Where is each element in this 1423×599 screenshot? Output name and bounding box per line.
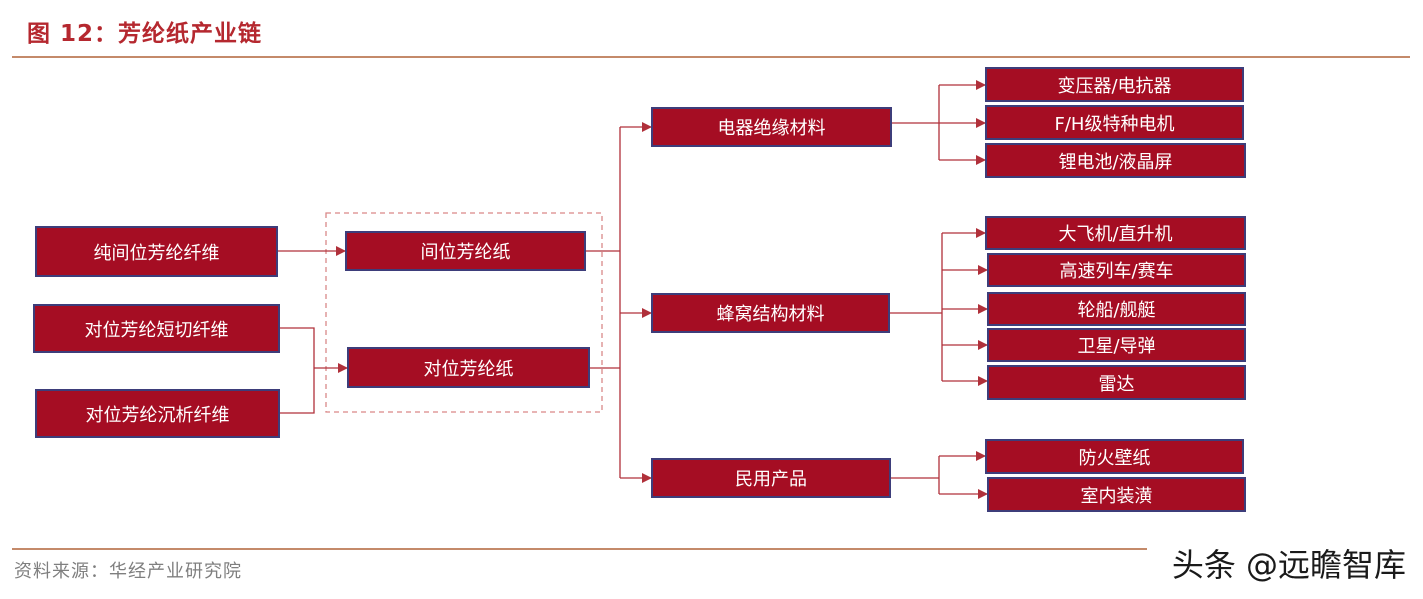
node-honeycomb-material: 蜂窝结构材料 (651, 293, 890, 333)
node-meta-paper: 间位芳纶纸 (345, 231, 586, 271)
node-ship: 轮船/舰艇 (987, 292, 1246, 326)
electrical-branch (892, 85, 940, 160)
node-para-paper: 对位芳纶纸 (347, 347, 590, 388)
node-satellite-missile: 卫星/导弹 (987, 328, 1246, 362)
watermark: 头条 @远瞻智库 (1171, 546, 1406, 584)
node-interior-decoration: 室内装潢 (987, 477, 1246, 512)
node-transformer: 变压器/电抗器 (985, 67, 1244, 102)
paper-group-frame (325, 212, 603, 413)
bottom-rule (12, 548, 1147, 550)
node-aircraft: 大飞机/直升机 (985, 216, 1246, 250)
source-note: 资料来源：华经产业研究院 (14, 561, 242, 582)
top-rule (12, 56, 1410, 58)
honeycomb-branch (890, 233, 943, 381)
node-para-staple-fiber: 对位芳纶短切纤维 (33, 304, 280, 353)
node-civil-products: 民用产品 (651, 458, 891, 498)
node-fireproof-wallpaper: 防火壁纸 (985, 439, 1244, 474)
node-electrical-insulation: 电器绝缘材料 (651, 107, 892, 147)
link-para-fibers-to-para-paper (280, 327, 347, 414)
node-battery-lcd: 锂电池/液晶屏 (985, 143, 1246, 178)
civil-branch (891, 456, 940, 494)
node-special-motor: F/H级特种电机 (985, 105, 1244, 140)
node-para-fibrid-fiber: 对位芳纶沉析纤维 (35, 389, 280, 438)
node-train-racecar: 高速列车/赛车 (987, 253, 1246, 287)
figure-title: 图 12：芳纶纸产业链 (27, 21, 263, 47)
node-meta-fiber: 纯间位芳纶纤维 (35, 226, 278, 277)
node-radar: 雷达 (987, 365, 1246, 400)
